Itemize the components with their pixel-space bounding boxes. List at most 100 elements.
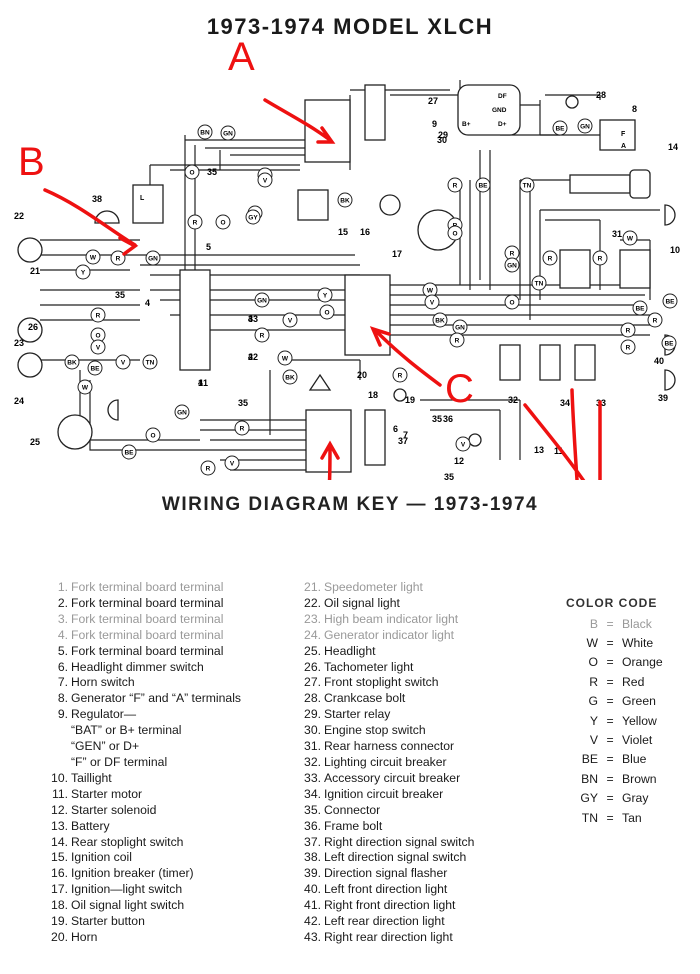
key-item-text: Ignition breaker (timer) — [71, 866, 194, 881]
wire-color-bubble: W — [85, 249, 101, 265]
key-item-text: Engine stop switch — [324, 723, 426, 738]
wire-color-bubble: V — [424, 294, 440, 310]
color-code-name: Black — [622, 616, 652, 631]
key-item: 37.Right direction signal switch — [293, 835, 533, 851]
wire-color-bubble: R — [200, 460, 216, 476]
key-item-text: Horn switch — [71, 675, 135, 690]
wire-color-label: R — [116, 255, 121, 262]
key-item: 19.Starter button — [40, 914, 290, 930]
wire-color-bubble: GN — [174, 404, 190, 420]
wire-color-label: TN — [523, 182, 532, 189]
wire-color-label: GN — [455, 324, 465, 331]
wire-color-label: GN — [580, 123, 590, 130]
key-item-number: 21. — [304, 580, 321, 594]
key-item-text: Headlight dimmer switch — [71, 659, 204, 674]
key-item-number: 25. — [304, 643, 321, 658]
key-item-text: Fork terminal board terminal — [71, 580, 224, 594]
wire-color-label: BE — [635, 305, 645, 312]
key-item-number: 15. — [51, 850, 68, 865]
key-item-number: 22. — [304, 595, 321, 610]
wire-color-bubble: V — [90, 339, 106, 355]
wire-color-bubble: BE — [552, 120, 568, 136]
wire-color-label: V — [288, 317, 293, 324]
key-item-text: Regulator— — [71, 707, 137, 722]
wire-color-bubble: GN — [504, 257, 520, 273]
color-code-equals: = — [606, 616, 614, 631]
color-code-equals: = — [606, 636, 614, 651]
key-item-text: Front stoplight switch — [324, 675, 439, 690]
wire-color-label: BE — [478, 182, 488, 189]
component-number: 27 — [428, 96, 438, 106]
annotation-letter: E — [593, 473, 620, 480]
component-number: 35 — [115, 290, 125, 300]
wire-color-label: V — [121, 359, 126, 366]
key-item-number: 30. — [304, 723, 321, 738]
wire-color-label: V — [230, 460, 235, 467]
key-item-number: 11. — [51, 786, 68, 801]
key-item: 30.Engine stop switch — [293, 723, 533, 739]
wire-color-bubble: R — [592, 250, 608, 266]
wire-color-bubble: R — [447, 177, 463, 193]
color-code-abbrev: O — [588, 655, 598, 670]
wire-color-label: R — [626, 344, 631, 351]
key-item-text: Rear harness connector — [324, 739, 455, 754]
key-item-text: Ignition—light switch — [71, 882, 183, 897]
wire-color-bubble: W — [77, 379, 93, 395]
key-item-number: 42. — [304, 914, 321, 929]
wire-color-label: GN — [223, 130, 233, 137]
wire-color-label: BK — [67, 359, 77, 366]
key-item: 25.Headlight — [293, 644, 533, 660]
wire-color-label: R — [260, 332, 265, 339]
key-item: 32.Lighting circuit breaker — [293, 755, 533, 771]
key-item: 10.Taillight — [40, 771, 290, 787]
key-item: 42.Left rear direction light — [293, 914, 533, 930]
wire-color-bubble: R — [90, 307, 106, 323]
component-number: 14 — [668, 142, 678, 152]
wire-color-label: O — [509, 299, 514, 306]
key-item-text: Oil signal light — [324, 595, 400, 610]
key-item-number: 4. — [57, 627, 68, 642]
wire-color-bubble: V — [257, 172, 273, 188]
color-code-row: BE=Blue — [552, 750, 692, 769]
wire-color-label: R — [398, 372, 403, 379]
key-item-text: Left direction signal switch — [324, 850, 467, 865]
component-number: 4 — [145, 298, 150, 308]
wire-color-bubble: W — [422, 282, 438, 298]
wire-color-bubble: BE — [475, 177, 491, 193]
wire-color-bubble: BE — [661, 335, 677, 351]
key-item: 14.Rear stoplight switch — [40, 835, 290, 851]
color-code-equals: = — [606, 655, 614, 670]
key-item-text: Fork terminal board terminal — [71, 627, 224, 642]
key-item-text: Crankcase bolt — [324, 691, 406, 706]
wire-color-bubble: O — [184, 164, 200, 180]
component-number: 30 — [437, 135, 447, 145]
key-item-number: 39. — [304, 866, 321, 881]
regulator-terminal-label: DF — [498, 93, 507, 100]
component-number: 24 — [14, 396, 24, 406]
components — [17, 84, 676, 473]
key-item-text: High beam indicator light — [324, 611, 459, 626]
wire-color-label: BK — [285, 374, 295, 381]
key-item-text: Taillight — [71, 770, 112, 785]
component-number: 16 — [360, 227, 370, 237]
wire-color-label: R — [548, 255, 553, 262]
key-item: 1.Fork terminal board terminal — [40, 580, 290, 596]
key-item: 18.Oil signal light switch — [40, 898, 290, 914]
key-item-number: 41. — [304, 898, 321, 913]
component-number: 23 — [14, 338, 24, 348]
key-item-text: Generator indicator light — [324, 627, 455, 642]
key-item: 41.Right front direction light — [293, 898, 533, 914]
color-code-row: W=White — [552, 633, 692, 652]
key-item-text: Right rear direction light — [324, 929, 453, 944]
color-code-name: Orange — [622, 655, 663, 670]
component-number: 26 — [28, 322, 38, 332]
page-title: 1973-1974 MODEL XLCH — [206, 14, 494, 39]
key-item: 23.High beam indicator light — [293, 612, 533, 628]
component-number: 13 — [534, 445, 544, 455]
key-item-text: Fork terminal board terminal — [71, 595, 224, 610]
color-code-equals: = — [606, 810, 614, 825]
wire-color-label: BK — [340, 197, 350, 204]
color-code-abbrev: G — [588, 694, 598, 709]
component-number: 34 — [560, 398, 570, 408]
